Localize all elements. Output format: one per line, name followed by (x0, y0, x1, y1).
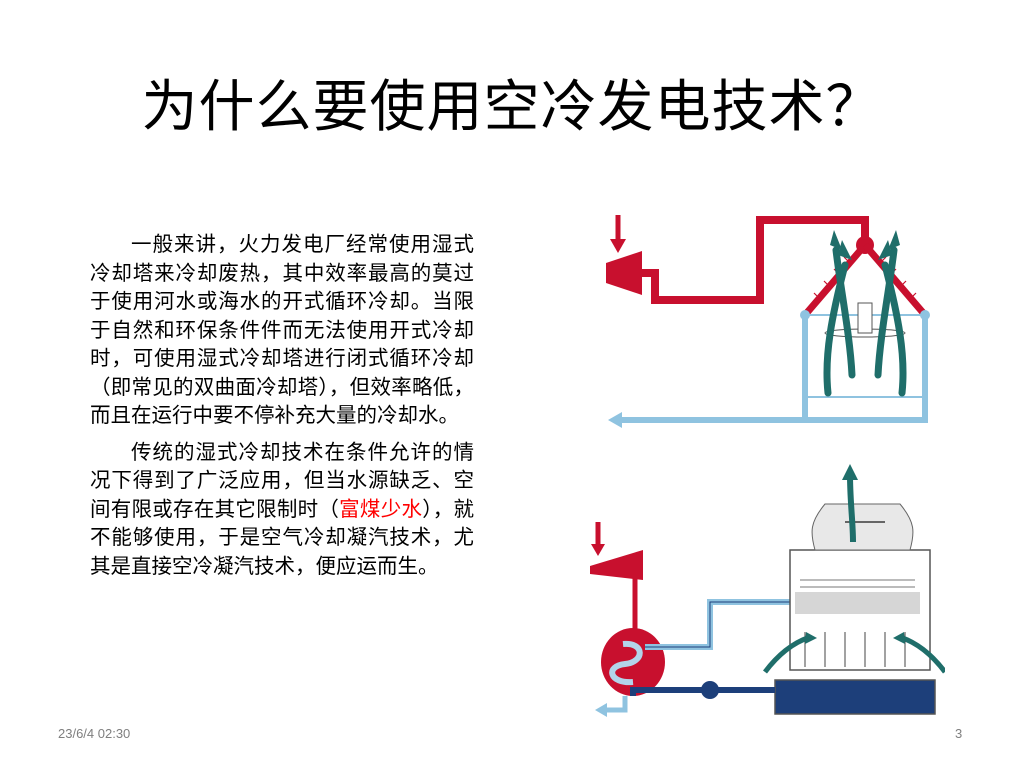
spray-lines (800, 579, 915, 588)
turbine-2 (590, 550, 643, 580)
paragraph-2-after: ），就不能够使用，于是空气冷却凝汽技术，尤其是直接空冷凝汽技术，便应运而生。 (90, 496, 475, 578)
fill-section (795, 592, 920, 614)
footer-date: 23/6/4 02:30 (58, 726, 131, 741)
fill-hatching (813, 256, 917, 300)
turbine (606, 251, 642, 295)
highlight-rich-coal-little-water: 富煤少水 (339, 496, 423, 521)
fan-stack (811, 503, 914, 551)
warm-return-pipe (630, 687, 775, 696)
air-flow-arrows (823, 246, 907, 397)
cold-return-pipe (620, 315, 808, 423)
paragraph-2-before: 传统的湿式冷却技术在条件允许的情况下得到了广泛应用，但当水源缺乏、空间有限或存在… (90, 439, 474, 521)
wet-cooling-tower-diagram (606, 215, 930, 428)
hot-water-pipe (642, 216, 869, 304)
steam-inlet-arrow-2 (591, 522, 605, 556)
page-number: 3 (955, 726, 963, 741)
hot-distribution-right (862, 242, 928, 318)
paragraph-2: 传统的湿式冷却技术在条件允许的情况下得到了广泛应用，但当水源缺乏、空间有限或存在… (90, 438, 474, 581)
slide-title: 为什么要使用空冷发电技术？ (141, 75, 883, 140)
steam-inlet-arrow (610, 215, 626, 253)
exhaust-arrow (842, 464, 858, 543)
paragraph-1: 一般来讲，火力发电厂经常使用湿式冷却塔来冷却废热，其中效率最高的莫过于使用河水或… (90, 232, 474, 427)
air-arrow-heads (830, 230, 900, 260)
hot-distribution-left (802, 242, 868, 318)
cold-outlet-arrow (608, 412, 622, 428)
water-basin (774, 679, 936, 715)
body-text: 一般来讲，火力发电厂经常使用湿式冷却塔来冷却废热，其中效率最高的莫过于使用河水或… (90, 230, 474, 588)
mechanical-tower-diagram (590, 464, 945, 717)
cold-supply-pipe (645, 599, 800, 650)
circulation-pump (701, 681, 719, 699)
